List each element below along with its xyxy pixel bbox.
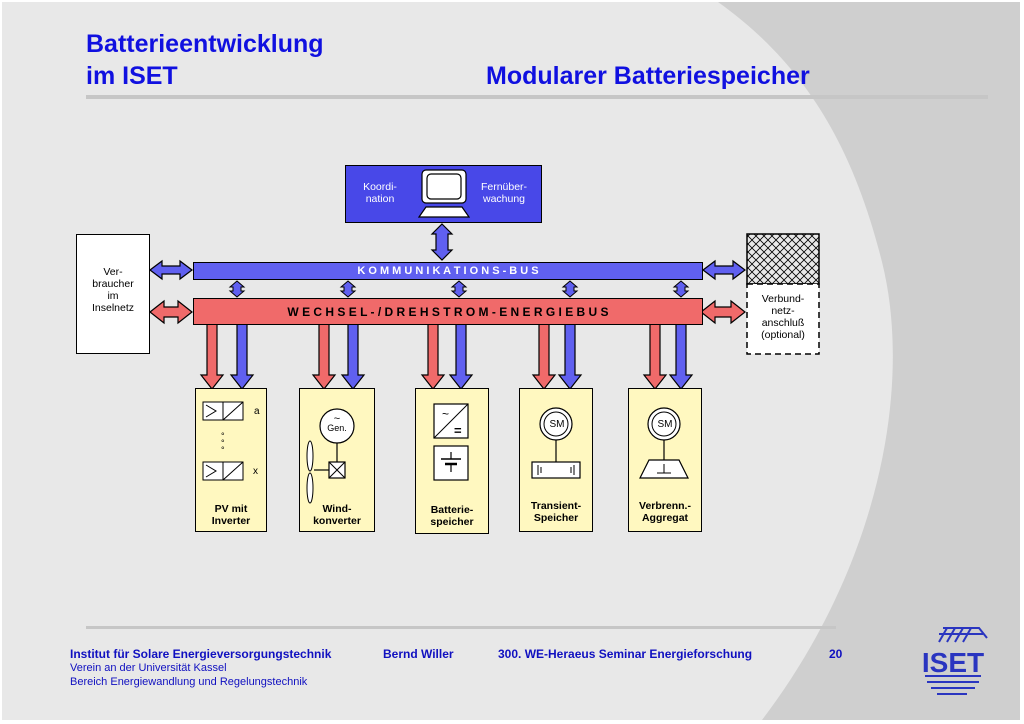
battery-label: Batterie- speicher <box>430 504 474 528</box>
generator-label: Gen. <box>327 423 347 433</box>
title-line-2: im ISET <box>86 62 178 90</box>
grid-label: Verbund- netz- anschluß (optional) <box>761 293 805 341</box>
wind-turbine-icon: ~ <box>306 408 355 504</box>
svg-text:=: = <box>454 423 462 438</box>
footer-rule <box>86 626 836 629</box>
consumer-box <box>76 234 150 354</box>
footer-author: Bernd Willer <box>383 647 454 661</box>
grid-connection <box>746 233 820 355</box>
consumer-label: Ver- braucher im Inselnetz <box>91 266 135 314</box>
communication-bus: K O M M U N I K A T I O N S - B U S <box>193 262 703 280</box>
flywheel-icon <box>531 407 581 479</box>
svg-text:~: ~ <box>442 407 449 421</box>
footer-institute: Institut für Solare Energieversorgungste… <box>70 647 332 661</box>
pv-inverter-icon <box>202 401 244 481</box>
grid-comm-arrow <box>702 259 746 281</box>
engine-icon <box>639 407 689 479</box>
grid-hatch-icon <box>746 233 820 285</box>
coordination-label: Koordi- nation <box>363 181 397 205</box>
transient-label: Transient- Speicher <box>530 500 582 524</box>
consumer-comm-arrow <box>149 259 193 281</box>
computer-icon <box>418 169 470 218</box>
wind-label: Wind- konverter <box>313 503 361 527</box>
communication-bus-label: K O M M U N I K A T I O N S - B U S <box>357 265 539 277</box>
consumer-energy-arrow <box>149 299 193 325</box>
energy-bus: W E C H S E L - / D R E H S T R O M - E … <box>193 298 703 325</box>
inter-bus-arrows <box>228 280 690 298</box>
control-comm-arrow <box>430 223 454 261</box>
pv-ellipsis: ° ° ° <box>221 431 225 455</box>
pv-marker-x: x <box>253 466 258 477</box>
title-line-1: Batterieentwicklung <box>86 30 324 58</box>
footer-seminar: 300. WE-Heraeus Seminar Energieforschung <box>498 647 753 661</box>
footer-line-3: Bereich Energiewandlung und Regelungstec… <box>70 676 308 688</box>
iset-logo-text: ISET <box>922 647 984 678</box>
battery-converter-icon: ~ = <box>433 403 469 481</box>
combustion-sm-label: SM <box>657 419 673 430</box>
grid-energy-arrow <box>700 299 746 325</box>
pv-label: PV mit Inverter <box>211 503 251 527</box>
pv-marker-a: a <box>254 406 260 417</box>
title-underline <box>86 95 988 99</box>
transient-sm-label: SM <box>549 419 565 430</box>
iset-logo-icon: ISET <box>922 627 988 695</box>
footer-line-2: Verein an der Universität Kassel <box>70 662 227 674</box>
combustion-label: Verbrenn.- Aggregat <box>639 500 691 524</box>
svg-text:~: ~ <box>334 413 340 425</box>
remote-monitoring-label: Fernüber- wachung <box>480 181 528 205</box>
energy-bus-label: W E C H S E L - / D R E H S T R O M - E … <box>287 304 609 319</box>
slide-subtitle: Modularer Batteriespeicher <box>486 62 810 90</box>
page-number: 20 <box>829 647 843 661</box>
